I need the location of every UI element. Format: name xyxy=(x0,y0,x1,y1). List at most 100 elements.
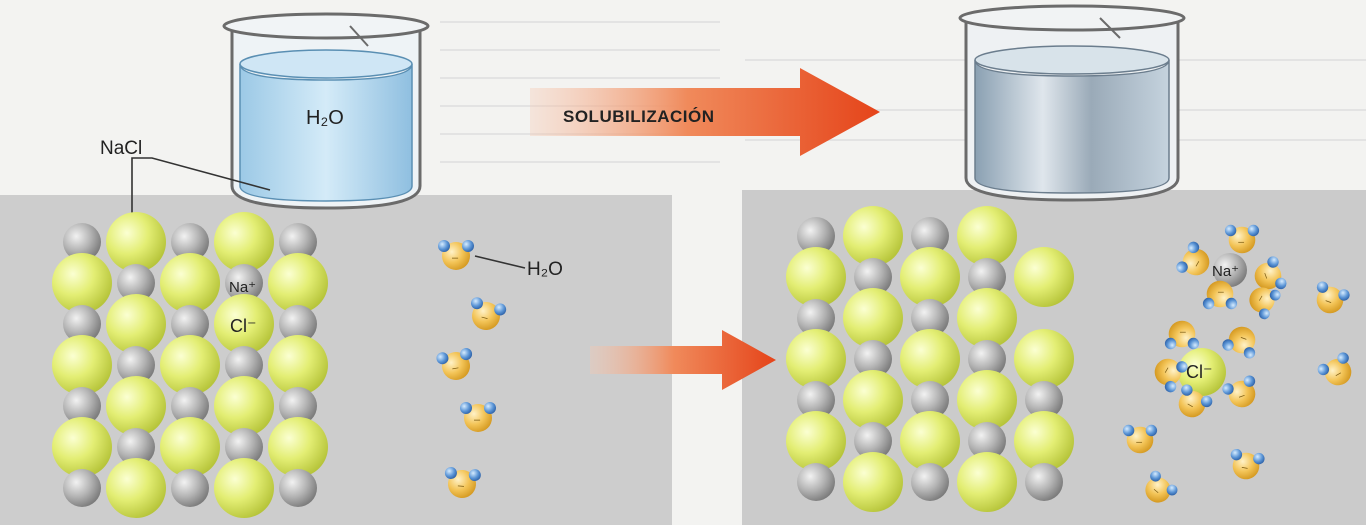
sodium-ion xyxy=(117,428,155,466)
left-water-molecules: – – – – – xyxy=(436,240,507,498)
chloride-ion xyxy=(843,452,903,512)
hydrogen-atom xyxy=(1337,352,1349,364)
chloride-ion xyxy=(1014,411,1074,471)
water-molecule: – xyxy=(436,348,473,380)
chloride-ion xyxy=(1014,247,1074,307)
chloride-ion xyxy=(106,458,166,518)
chloride-ion xyxy=(786,411,846,471)
sodium-ion xyxy=(797,217,835,255)
chloride-ion xyxy=(268,417,328,477)
chloride-ion xyxy=(214,294,274,354)
solubilization-arrow xyxy=(530,68,880,156)
oxygen-atom xyxy=(1254,262,1282,290)
partial-charge-sign: – xyxy=(451,362,460,375)
chloride-ion xyxy=(957,370,1017,430)
sodium-ion xyxy=(171,223,209,261)
chloride-ion-label: Cl⁻ xyxy=(230,316,257,336)
chloride-ion xyxy=(900,411,960,471)
right-nacl-crystal xyxy=(786,206,1074,512)
sodium-ion xyxy=(63,387,101,425)
sodium-ion xyxy=(63,469,101,507)
hydrogen-atom xyxy=(1269,289,1281,301)
sodium-ion xyxy=(968,258,1006,296)
water-molecule-label: H₂O xyxy=(527,259,563,280)
hydrogen-atom xyxy=(1317,363,1330,376)
partial-charge-sign: – xyxy=(1254,293,1267,304)
sodium-ion xyxy=(968,340,1006,378)
water-molecule: – xyxy=(1164,320,1200,350)
oxygen-atom xyxy=(1182,248,1210,276)
water-molecule: – xyxy=(444,466,481,498)
hydrogen-atom xyxy=(1202,297,1215,310)
sodium-ion xyxy=(171,469,209,507)
sodium-ion xyxy=(225,428,263,466)
water-molecule: – xyxy=(1316,281,1350,314)
chloride-ion xyxy=(786,247,846,307)
chloride-ion xyxy=(160,335,220,395)
hydrogen-atom xyxy=(1230,448,1243,461)
sodium-ion xyxy=(225,346,263,384)
oxygen-atom xyxy=(1228,326,1256,354)
sodium-ion xyxy=(854,422,892,460)
water-molecule: – xyxy=(1222,375,1256,408)
oxygen-atom xyxy=(1154,358,1182,386)
sodium-ion xyxy=(63,305,101,343)
hydrogen-atom xyxy=(1267,256,1279,268)
chloride-ion xyxy=(268,335,328,395)
sodium-ion xyxy=(797,299,835,337)
sodium-ion xyxy=(171,387,209,425)
hydrogen-atom xyxy=(1247,224,1260,237)
sodium-ion xyxy=(117,346,155,384)
chloride-ion xyxy=(214,458,274,518)
hydrogen-atom xyxy=(1187,241,1200,254)
hydrogen-atom xyxy=(494,303,507,316)
partial-charge-sign: – xyxy=(1237,390,1246,402)
chloride-ion xyxy=(1178,348,1226,396)
partial-charge-sign: – xyxy=(1185,399,1196,412)
sodium-ion xyxy=(911,463,949,501)
chloride-ion xyxy=(843,206,903,266)
chloride-ion xyxy=(843,370,903,430)
sodium-ion xyxy=(63,223,101,261)
chloride-ion xyxy=(160,253,220,313)
sodium-ion xyxy=(279,469,317,507)
nacl-leader-line xyxy=(131,157,271,222)
sodium-ion xyxy=(797,381,835,419)
chloride-ion xyxy=(160,417,220,477)
sodium-ion xyxy=(797,463,835,501)
water-molecule: – xyxy=(1178,384,1213,418)
water-molecule: – xyxy=(1249,287,1281,320)
hydrogen-atom xyxy=(460,348,473,361)
sodium-ion xyxy=(225,264,263,302)
chloride-ion xyxy=(957,288,1017,348)
water-molecule: – xyxy=(1122,424,1158,454)
hydrogen-atom xyxy=(1164,380,1177,393)
partial-charge-sign: – xyxy=(1150,485,1162,497)
sodium-ion xyxy=(1213,253,1247,287)
partial-charge-sign: – xyxy=(1191,258,1204,269)
chloride-ion xyxy=(106,376,166,436)
hydrogen-atom xyxy=(1187,337,1200,350)
right-beaker xyxy=(958,4,1186,202)
chloride-ion xyxy=(957,206,1017,266)
hydrogen-atom xyxy=(1316,281,1329,293)
partial-charge-sign: – xyxy=(1180,326,1186,337)
hydrogen-atom xyxy=(468,469,481,482)
chloride-ion xyxy=(214,212,274,272)
chloride-ion xyxy=(52,335,112,395)
chloride-ion xyxy=(1014,329,1074,389)
water-leader-line xyxy=(474,255,526,269)
chloride-ion xyxy=(52,253,112,313)
water-molecule: – xyxy=(1154,358,1188,393)
chloride-ion xyxy=(900,329,960,389)
partial-charge-sign: – xyxy=(452,252,459,264)
sodium-ion xyxy=(1025,463,1063,501)
water-molecule: – xyxy=(1176,241,1210,276)
hydrogen-atom xyxy=(438,240,450,252)
water-molecule: – xyxy=(1202,280,1238,310)
partial-charge-sign: – xyxy=(474,414,481,426)
water-molecule: – xyxy=(470,297,507,330)
sodium-ion xyxy=(279,387,317,425)
hydrogen-atom xyxy=(460,402,472,414)
